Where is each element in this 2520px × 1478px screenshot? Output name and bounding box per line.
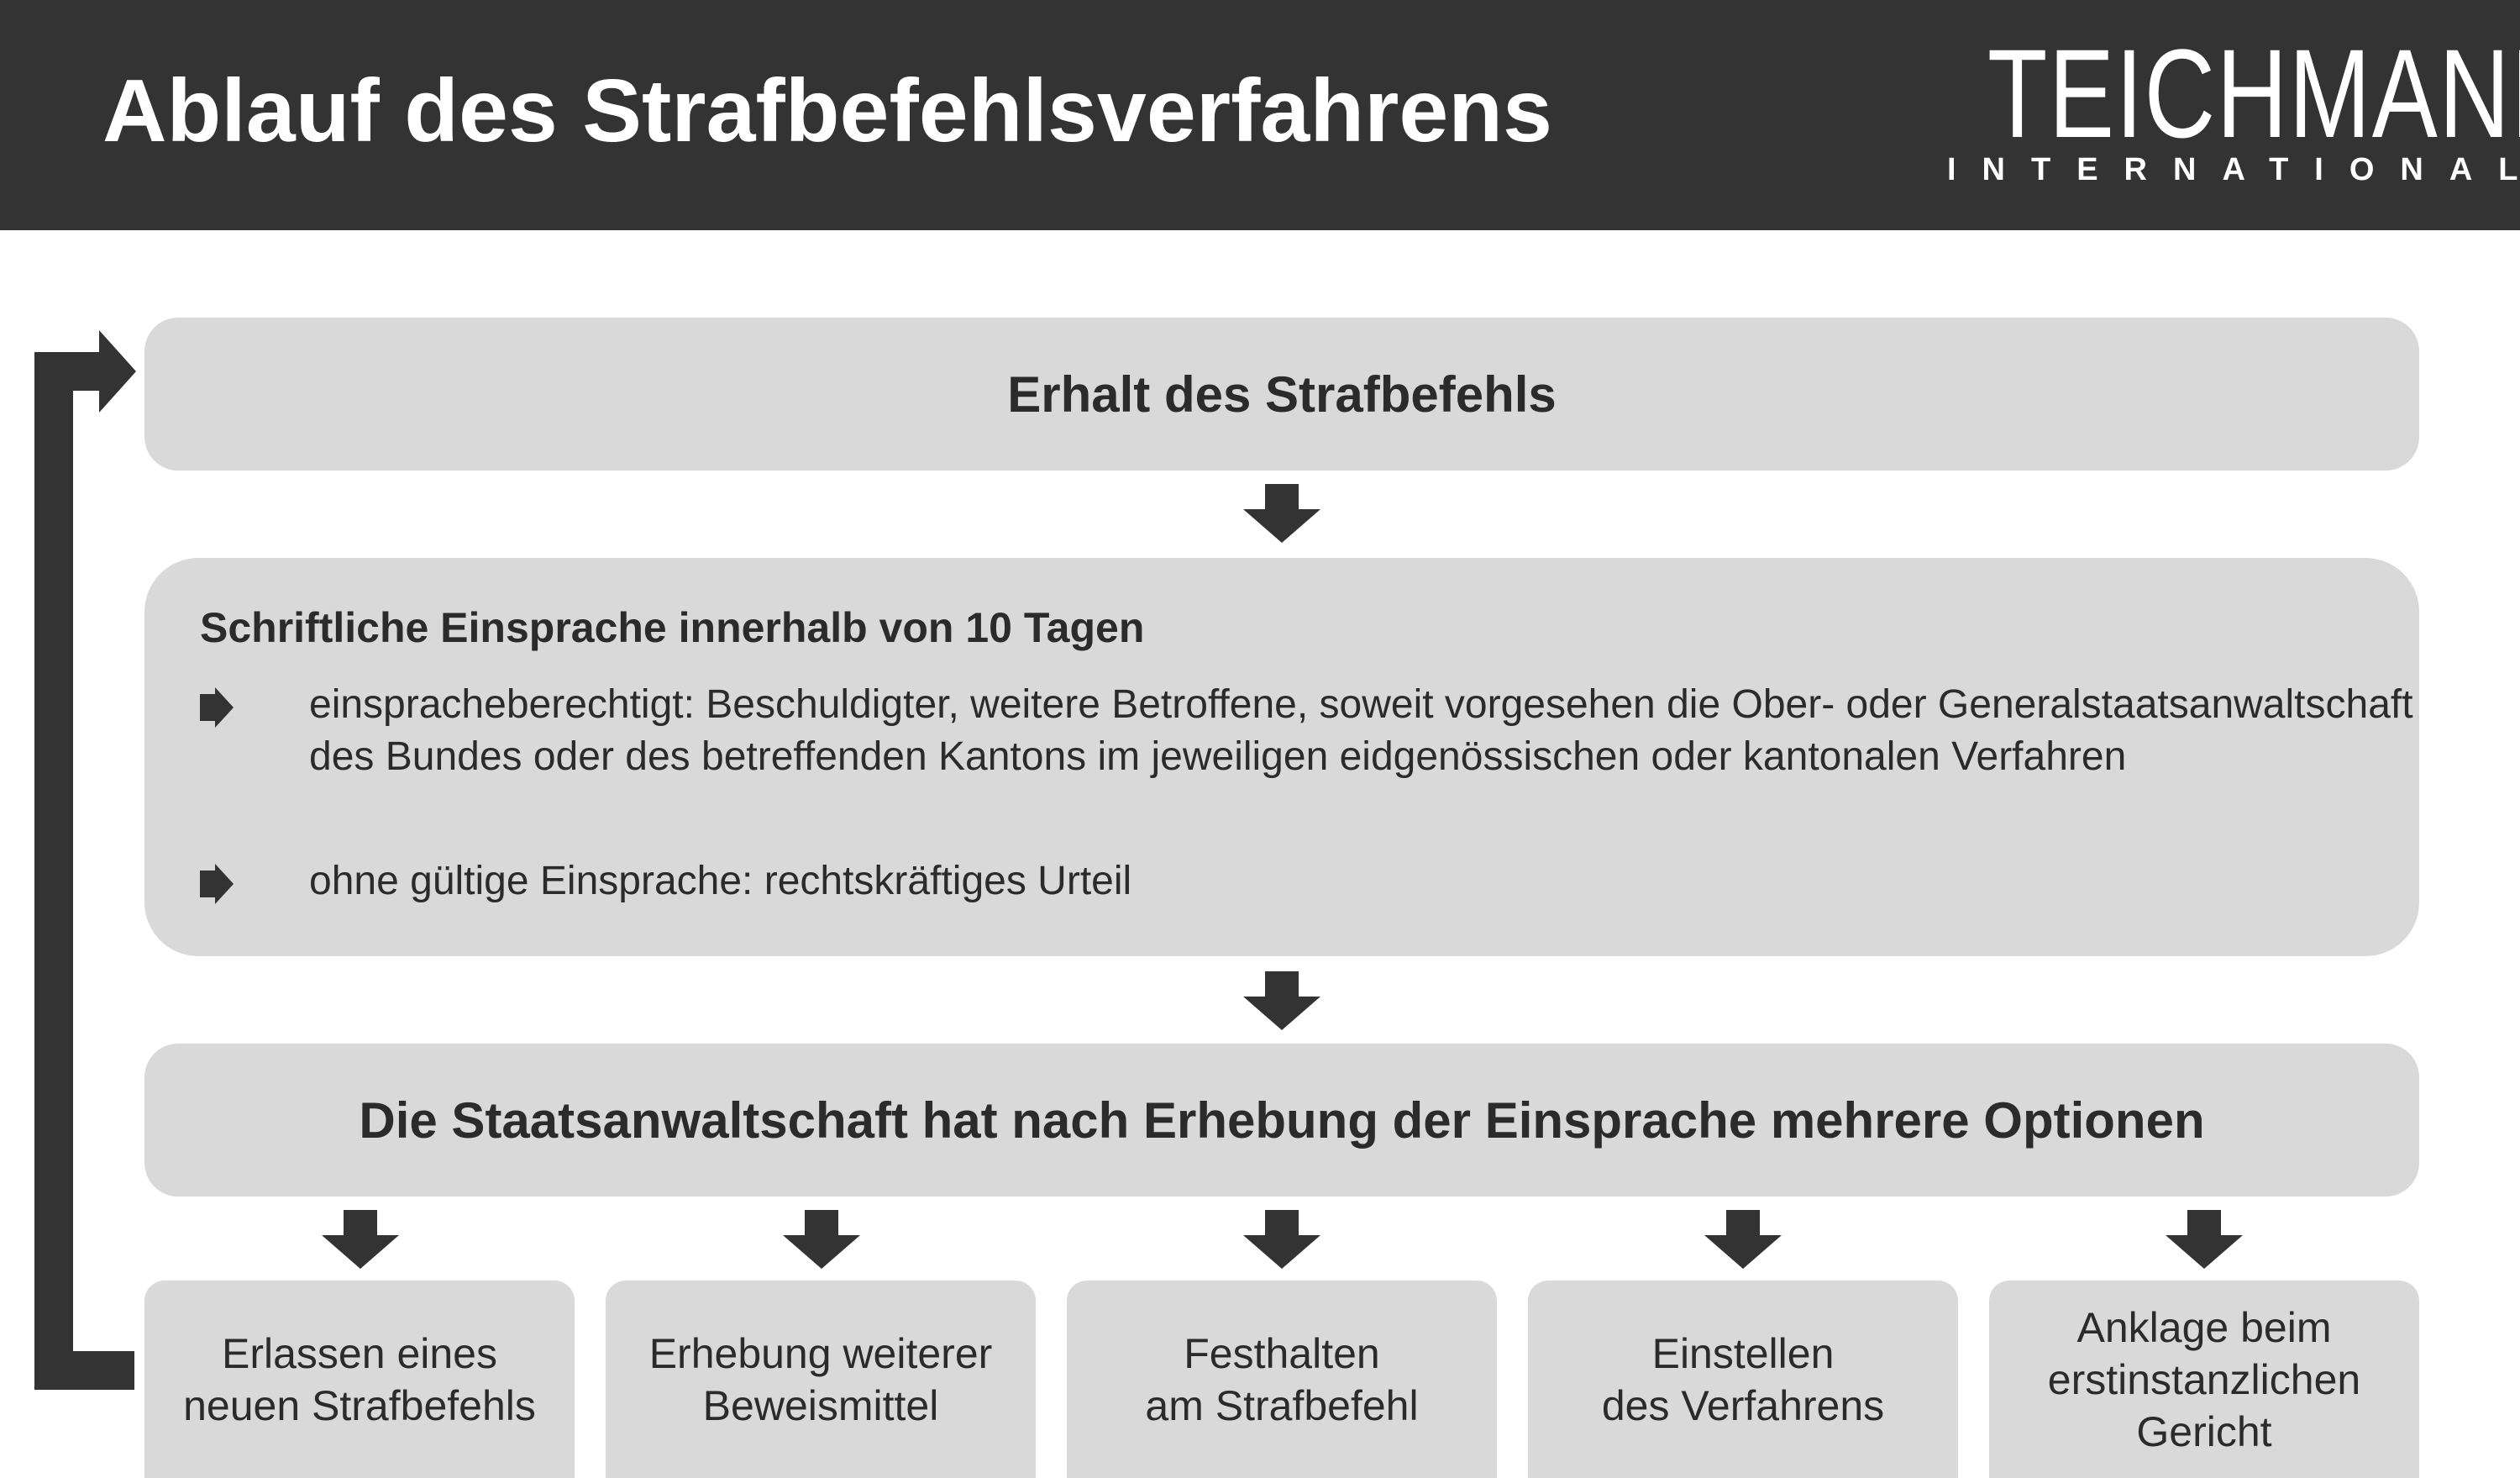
down-arrow-icon [1243, 484, 1320, 543]
down-arrow-icon [2166, 1210, 2243, 1269]
step-receipt-title: Erhalt des Strafbefehls [1007, 366, 1557, 423]
option-indictment: Anklage beim erstinstanzlichen Gericht [1989, 1281, 2419, 1478]
option-label: Erlassen eines neuen Strafbefehls [183, 1329, 536, 1429]
option-discontinue: Einstellen des Verfahrens [1528, 1281, 1958, 1478]
option-uphold-order: Festhalten am Strafbefehl [1067, 1281, 1497, 1478]
down-arrow-icon [322, 1210, 399, 1269]
step-options-box: Die Staatsanwaltschaft hat nach Erhebung… [144, 1044, 2419, 1197]
option-label: Einstellen des Verfahrens [1601, 1329, 1885, 1429]
option-label: Anklage beim erstinstanzlichen Gericht [2047, 1303, 2361, 1455]
option-further-evidence: Erhebung weiterer Beweismittel [606, 1281, 1036, 1478]
company-logo: TEICHMANN INTERNATIONAL [1929, 23, 2520, 190]
option-label: Festhalten am Strafbefehl [1145, 1329, 1419, 1429]
down-arrow-icon [783, 1210, 860, 1269]
down-arrow-icon [1243, 1210, 1320, 1269]
arrow-bullet-icon [200, 864, 234, 904]
page-title: Ablauf des Strafbefehlsverfahrens [102, 61, 1552, 160]
step-objection-box: Schriftliche Einsprache innerhalb von 10… [144, 558, 2419, 956]
logo-subline: INTERNATIONAL [1947, 152, 2520, 187]
option-label: Erhebung weiterer Beweismittel [648, 1329, 993, 1429]
step-objection-title: Schriftliche Einsprache innerhalb von 10… [200, 604, 1145, 651]
header-bar: Ablauf des Strafbefehlsverfahrens TEICHM… [0, 0, 2520, 230]
loop-back-arrow [34, 330, 136, 1390]
arrow-bullet-icon [200, 687, 234, 728]
bullet-text: ohne gültige Einsprache: rechtskräftiges… [309, 859, 1132, 903]
step-options-title: Die Staatsanwaltschaft hat nach Erhebung… [359, 1091, 2205, 1149]
bullet-text: einspracheberechtigt: Beschuldigter, wei… [309, 682, 2413, 779]
step-receipt-box: Erhalt des Strafbefehls [144, 318, 2419, 471]
down-arrow-icon [1704, 1210, 1782, 1269]
option-new-penalty-order: Erlassen eines neuen Strafbefehls [144, 1281, 575, 1478]
logo-wordmark: TEICHMANN [1987, 23, 2520, 164]
down-arrow-icon [1243, 971, 1320, 1030]
